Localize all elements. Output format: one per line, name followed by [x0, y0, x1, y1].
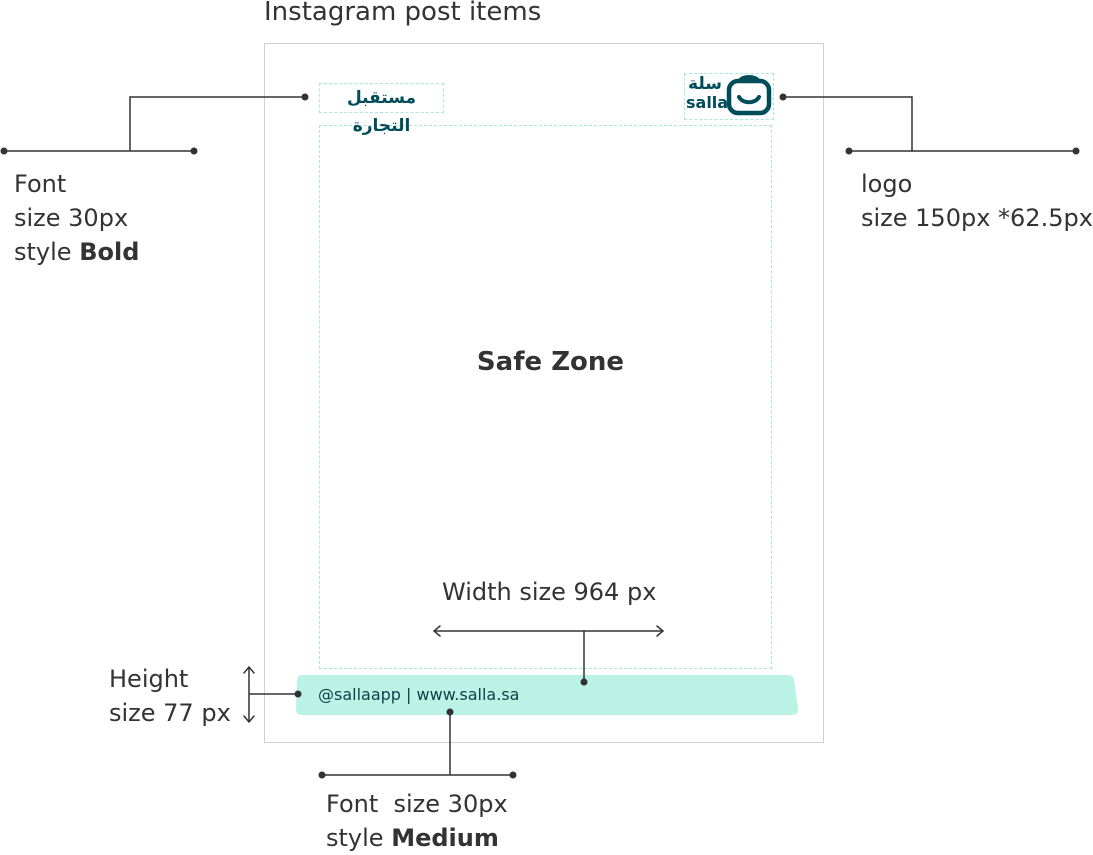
- bottom-font-style-label: style Medium: [326, 821, 508, 855]
- bottom-font-style-value: Medium: [391, 824, 499, 852]
- logo-annotation: logo size 150px *62.5px: [861, 167, 1093, 235]
- font-label: Font: [14, 170, 67, 198]
- font-style-value: Bold: [79, 238, 140, 266]
- logo-box: [684, 73, 774, 120]
- dot: [509, 771, 517, 779]
- safe-zone-box: [319, 125, 772, 669]
- bottom-font-style-prefix: style: [326, 824, 392, 852]
- header-arabic-text: مستقبل التجارة: [346, 88, 417, 136]
- dot: [1072, 147, 1080, 155]
- diagram-title: Instagram post items: [264, 0, 542, 27]
- safe-zone-label: Safe Zone: [476, 347, 625, 377]
- bottom-font-annotation: Font size 30px style Medium: [326, 787, 508, 855]
- bottom-font-size-label: Font size 30px: [326, 790, 508, 818]
- height-arrow-bottom-head: [243, 715, 255, 724]
- logo-latin-text: salla: [686, 93, 729, 112]
- font-style-label: style Bold: [14, 235, 139, 269]
- instagram-post-frame: [264, 43, 824, 743]
- logo-label: logo: [861, 170, 913, 198]
- salla-logo-icon: [726, 75, 772, 116]
- header-text-box: [319, 83, 444, 113]
- logo-arabic-text: سلة: [688, 74, 722, 94]
- footer-bar: [295, 675, 799, 715]
- dot: [845, 147, 853, 155]
- dot: [318, 771, 326, 779]
- footer-handle-text: @sallaapp | www.salla.sa: [318, 685, 520, 704]
- height-size-label: size 77 px: [109, 699, 231, 727]
- height-label: Height: [109, 665, 189, 693]
- font-size-label: size 30px: [14, 204, 129, 232]
- logo-size-label: size 150px *62.5px: [861, 204, 1093, 232]
- height-annotation: Height size 77 px: [109, 662, 231, 730]
- dot: [190, 147, 198, 155]
- font-style-prefix: style: [14, 238, 80, 266]
- font-annotation: Font size 30px style Bold: [14, 167, 139, 269]
- width-annotation: Width size 964 px: [442, 578, 657, 606]
- height-arrow-top-head: [243, 665, 255, 674]
- dot: [0, 147, 8, 155]
